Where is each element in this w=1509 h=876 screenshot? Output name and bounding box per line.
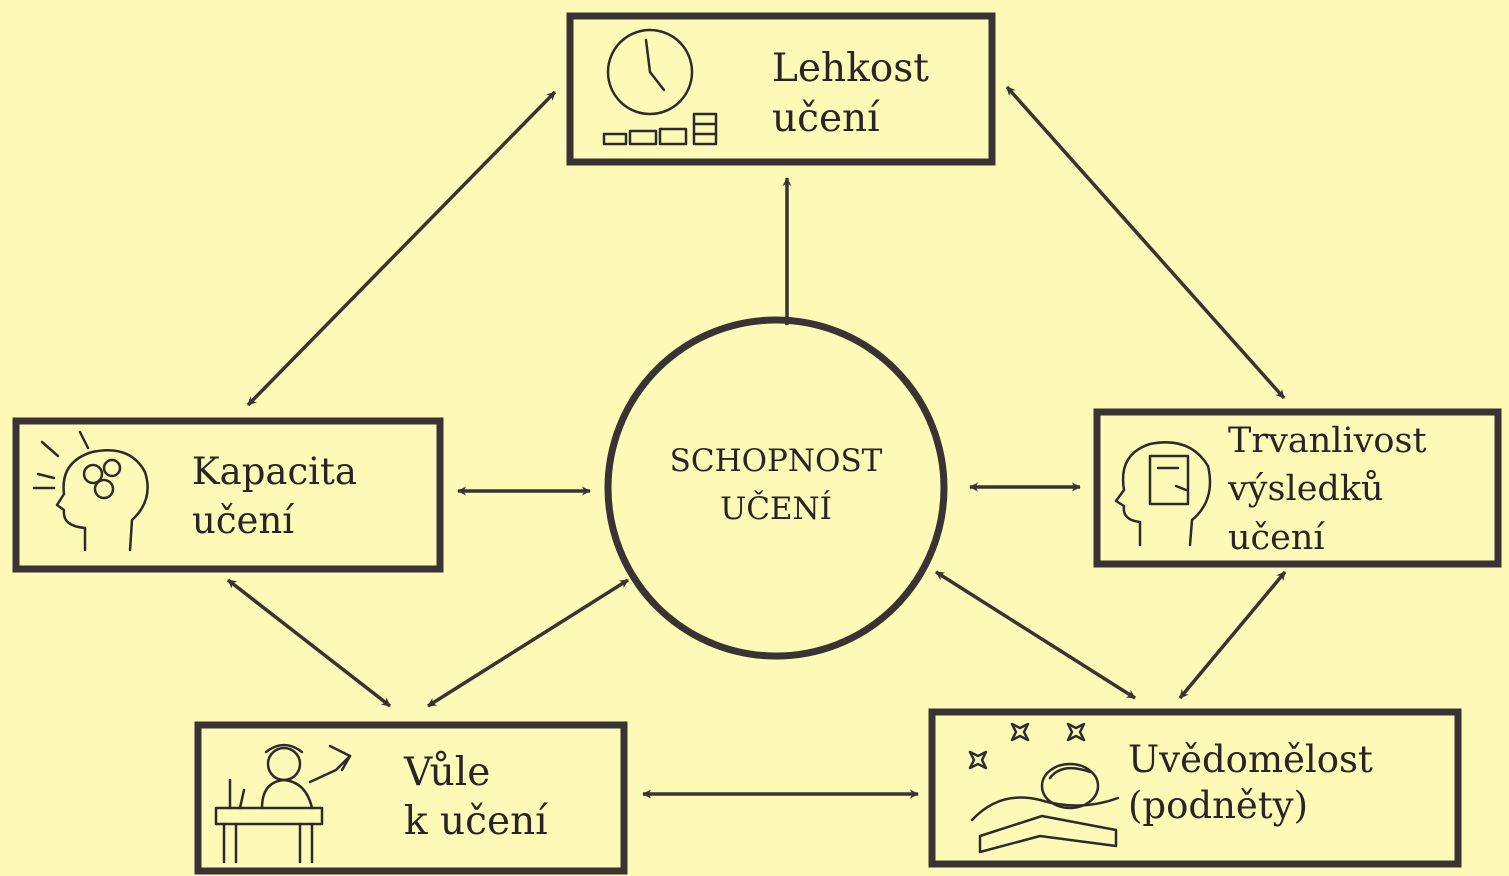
arrow-uvedomelost-trvanlivost: [1178, 570, 1287, 700]
center-label-line1: SCHOPNOST: [670, 443, 883, 479]
node-vule-label-line2: k učení: [404, 799, 548, 844]
center-node: SCHOPNOST UČENÍ: [604, 316, 948, 660]
node-vule: Vůle k učení: [194, 721, 628, 875]
node-lehkost-label-line2: učení: [772, 96, 880, 141]
head-with-gears-icon: [32, 430, 149, 552]
node-trvanlivost-label-line3: učení: [1228, 518, 1325, 558]
node-kapacita-label-line1: Kapacita: [192, 450, 357, 493]
arrow-uvedomelost-center: [935, 570, 1136, 700]
node-kapacita: Kapacita učení: [12, 417, 444, 573]
node-uvedomelost-label-line1: Uvědomělost: [1128, 738, 1373, 781]
node-uvedomelost: Uvědomělost (podněty): [928, 708, 1462, 868]
student-at-desk-icon: [214, 743, 352, 864]
node-vule-box: [194, 721, 628, 875]
node-uvedomelost-box: [928, 708, 1462, 868]
node-kapacita-label-line2: učení: [192, 499, 295, 542]
dreaming-sleeper-icon: [968, 722, 1120, 854]
center-circle: [604, 316, 948, 660]
node-trvanlivost-label-line1: Trvanlivost: [1228, 421, 1427, 461]
connection-arrows: [226, 85, 1287, 799]
arrow-vule-center: [427, 578, 629, 708]
node-vule-label-line1: Vůle: [403, 750, 490, 795]
node-lehkost-box: [566, 12, 996, 166]
clock-and-stacks-icon: [602, 28, 718, 146]
node-uvedomelost-label-line2: (podněty): [1128, 784, 1308, 827]
node-lehkost-label-line1: Lehkost: [772, 46, 929, 91]
node-lehkost: Lehkost učení: [566, 12, 996, 166]
arrow-lehkost-trvanlivost: [1005, 85, 1286, 400]
center-label-line2: UČENÍ: [720, 489, 832, 527]
node-trvanlivost-box: [1093, 408, 1502, 568]
head-with-notebook-icon: [1114, 441, 1212, 547]
arrow-lehkost-kapacita: [246, 90, 557, 407]
node-kapacita-box: [12, 417, 444, 573]
node-trvanlivost: Trvanlivost výsledků učení: [1093, 408, 1502, 568]
arrow-kapacita-vule: [226, 578, 392, 708]
node-trvanlivost-label-line2: výsledků: [1227, 469, 1384, 509]
